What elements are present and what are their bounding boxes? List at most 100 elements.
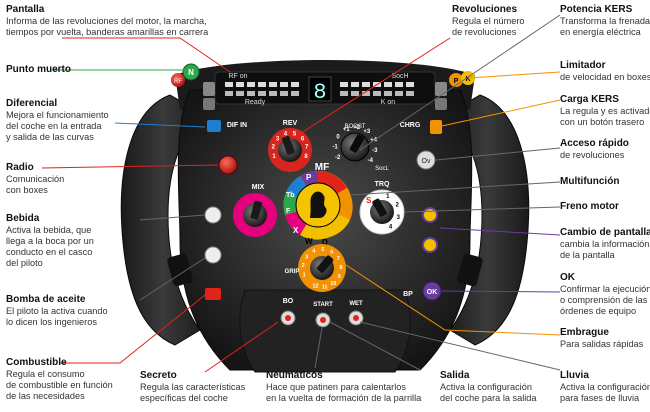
bo-label: BO <box>283 298 294 305</box>
rev-led <box>340 91 348 96</box>
label-acceso-rapido: Acceso rápido de revoluciones <box>560 138 629 161</box>
label-embrague-title: Embrague <box>560 327 609 338</box>
mf-tb: Tb <box>286 192 295 199</box>
bo-button-inner <box>285 315 291 321</box>
label-cambio-pantalla: Cambio de pantalla cambia la información… <box>560 227 650 261</box>
label-pantalla-title: Pantalla <box>6 4 45 15</box>
rev-label: REV <box>283 120 298 127</box>
label-diferencial-line-1: Mejora el funcionamiento <box>6 110 109 120</box>
label-ok-title: OK <box>560 272 575 283</box>
right-paddle <box>457 253 483 287</box>
dif-in-button <box>207 120 221 132</box>
grip-number-3: 3 <box>305 255 308 261</box>
label-potencia-kers-title: Potencia KERS <box>560 4 633 15</box>
grip-number-1: 1 <box>303 272 306 278</box>
leader-lines <box>41 14 561 373</box>
label-cambio-pantalla-line-2: de la pantalla <box>560 250 615 260</box>
rev-number-6: 6 <box>301 136 305 142</box>
label-revoluciones: Revoluciones Regula el número de revoluc… <box>452 4 525 38</box>
multifunction-wheel: X W D P Tb F <box>283 170 353 247</box>
bp-label: BP <box>403 291 413 298</box>
label-bomba: Bomba de aceite El piloto la activa cuan… <box>6 294 108 328</box>
label-potencia-kers-line-2: en energía eléctrica <box>560 27 641 37</box>
label-salida-line-2: del coche para la salida <box>440 393 537 403</box>
grip-number-5: 5 <box>321 247 324 253</box>
p-button <box>449 73 463 87</box>
rev-number-2: 2 <box>272 145 276 151</box>
label-revoluciones-title: Revoluciones <box>452 4 518 15</box>
label-pantalla-line-2: tiempos por vuelta, banderas amarillas e… <box>6 27 209 37</box>
ok-button-label: OK <box>427 289 438 296</box>
boost-number-3: 0 <box>336 134 340 140</box>
soch-text: SocH <box>391 73 408 80</box>
label-carga-kers: Carga KERS La regula y es activado con u… <box>560 94 650 128</box>
label-punto-muerto: Punto muerto <box>6 64 71 76</box>
label-limitador-title: Limitador <box>560 60 606 71</box>
grip-number-4: 4 <box>312 249 316 255</box>
chrg-button <box>430 120 442 134</box>
screen-change-button-1 <box>422 207 438 223</box>
mf-p: P <box>306 173 312 182</box>
trq-s: S <box>366 196 372 205</box>
grip-number-6: 6 <box>330 250 333 256</box>
label-combustible-line-2: de combustible en función <box>6 380 113 390</box>
mf-d: D <box>322 238 328 247</box>
p-button-label: P <box>454 78 459 85</box>
label-combustible-title: Combustible <box>6 357 67 368</box>
rev-led <box>406 82 414 87</box>
grip-number-11: 11 <box>322 285 328 291</box>
label-revoluciones-line-2: de revoluciones <box>452 27 517 37</box>
label-secreto-line-1: Regula las características <box>140 382 246 392</box>
rev-led <box>406 91 414 96</box>
label-radio-line-1: Comunicación <box>6 174 65 184</box>
label-bebida-line-2: llega a la boca por un <box>6 236 94 246</box>
label-diferencial-title: Diferencial <box>6 98 58 109</box>
boost-number-8: -3 <box>372 148 378 154</box>
rev-led <box>395 91 403 96</box>
label-ok-line-2: o comprensión de las <box>560 295 648 305</box>
rev-led <box>291 91 299 96</box>
trq-label: TRQ <box>375 181 390 188</box>
mf-w: W <box>305 237 313 246</box>
rev-led <box>247 82 255 87</box>
socl-label: SocL <box>375 166 389 172</box>
rev-number-3: 3 <box>276 136 280 142</box>
rev-led <box>373 91 381 96</box>
rev-number-7: 7 <box>305 145 309 151</box>
gear-digit: 8 <box>313 80 326 105</box>
oil-pump-button <box>204 246 222 264</box>
label-acceso-rapido-line-1: de revoluciones <box>560 150 625 160</box>
rev-led <box>225 82 233 87</box>
k-button-label: K <box>465 76 470 83</box>
rev-led <box>247 91 255 96</box>
label-carga-kers-line-2: con un botón trasero <box>560 117 645 127</box>
rev-number-5: 5 <box>293 132 297 138</box>
rev-led <box>340 82 348 87</box>
left-grip <box>120 94 206 346</box>
label-freno-motor: Freno motor <box>560 201 619 213</box>
rev-led <box>362 82 370 87</box>
label-bebida-line-3: conducto en el casco <box>6 247 93 257</box>
screen-change-button-2 <box>422 237 438 253</box>
start-label: START <box>313 302 333 308</box>
label-neumaticos-line-1: Hace que patinen para calentarlos <box>266 382 406 392</box>
label-embrague-line-1: Para salidas rápidas <box>560 339 644 349</box>
label-cambio-pantalla-title: Cambio de pantalla <box>560 227 650 238</box>
label-bebida: Bebida Activa la bebida, que llega a la … <box>6 213 94 269</box>
ov-button <box>416 150 436 170</box>
label-salida: Salida Activa la configuración del coche… <box>440 370 537 404</box>
label-bomba-title: Bomba de aceite <box>6 294 86 305</box>
boost-knob-group: BOOST SocL -2-10+1+2+3+4-3-4 <box>332 124 389 172</box>
rev-led <box>269 82 277 87</box>
label-carga-kers-line-1: La regula y es activado <box>560 106 650 116</box>
label-radio: Radio Comunicación con boxes <box>6 162 64 196</box>
k-on-text: K on <box>381 99 396 106</box>
rev-led <box>280 91 288 96</box>
label-neumaticos: Neumáticos Hace que patinen para calenta… <box>266 370 421 404</box>
gear-display <box>308 76 332 102</box>
